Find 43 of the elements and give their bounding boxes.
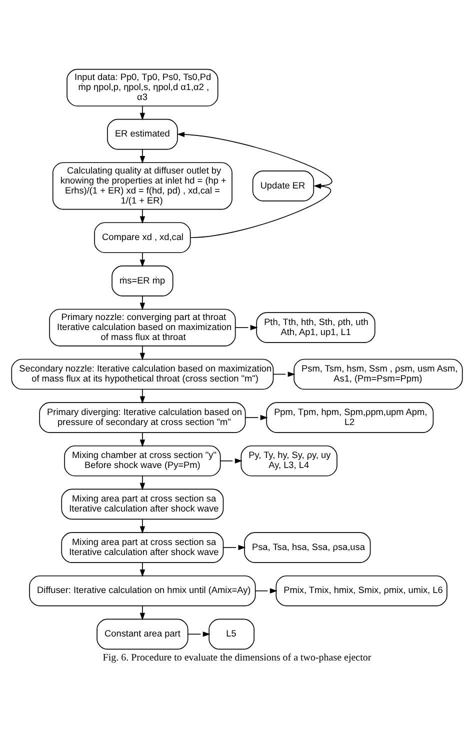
arrow: [140, 345, 146, 360]
node-box: Pth, Tth, hth, Sth, ρth, uth Ath, Ap1, up1, L1: [256, 312, 376, 342]
arrow: [254, 588, 278, 593]
node-box: L5: [208, 618, 254, 650]
arrow: [190, 183, 332, 238]
arrow: [140, 105, 146, 120]
arrow: [140, 518, 146, 534]
node-box: Secondary nozzle: Iterative calculation based on maximization of mass flux at its hypothetical throat (cross section "m"): [11, 358, 274, 390]
node-box: Mixing area part at cross section sa Iterative calculation after shock wave: [61, 532, 224, 562]
arrow: [220, 458, 242, 464]
arrow: [140, 475, 146, 490]
arrow: [177, 131, 332, 186]
node-box: Constant area part: [96, 618, 188, 650]
arrow: [140, 605, 146, 620]
arrow: [187, 631, 210, 636]
node-box: Pmix, Tmix, hmix, Smix, ρmix, umix, L6: [276, 574, 448, 606]
node-box: Py, Ty, hy, Sy, ρy, uy Ay, L3, L4: [240, 444, 338, 476]
arrow: [140, 252, 146, 267]
arrow: [140, 432, 146, 447]
arrow: [272, 371, 296, 376]
node-box: Mixing chamber at cross section "y" Before shock wave (Py=Pm): [64, 444, 221, 476]
arrow: [140, 562, 146, 577]
node-box: Psa, Tsa, hsa, Ssa, ρsa,usa: [244, 532, 371, 562]
arrow: [244, 414, 268, 420]
node-box: Ppm, Tpm, hpm, Spm,ρpm,upm Apm, L2: [266, 402, 434, 432]
arrow: [140, 295, 146, 310]
arrow: [222, 544, 246, 550]
arrow: [140, 148, 146, 164]
node-box: Diffuser: Iterative calculation on hmix until (Amix=Ay): [29, 574, 256, 606]
node-box: ER estimated: [107, 118, 178, 150]
node-box: ṁs=ER ṁp: [112, 265, 174, 296]
node-box: Input data: Pp0, Tp0, Ps0, Ts0,Pd ṁp ηpol,p, ηpol,s, ηpol,d α1,α2 , α3: [66, 68, 218, 106]
arrow: [140, 208, 146, 224]
node-box: Calculating quality at diffuser outlet by knowing the properties at inlet hd = (hp + Erhs)/(1 + ER) xd = f(hd, pd) , xd,cal = 1/(1 + ER): [52, 162, 232, 210]
caption: Fig. 6. Procedure to evaluate the dimensions of a two-phase ejector: [102, 652, 372, 664]
arrow: [140, 388, 146, 404]
arrow: [234, 324, 258, 330]
node-box: Primary diverging: Iterative calculation based on pressure of secondary at cross section "m": [39, 402, 246, 432]
node-box: Mixing area part at cross section sa Iterative calculation after shock wave: [61, 488, 224, 520]
node-box: Primary nozzle: converging part at throat Iterative calculation based on maximization of mass flux at throat: [49, 308, 236, 346]
node-box: Psm, Tsm, hsm, Ssm , ρsm, usm Asm, As1, (Pm=Psm=Ppm): [294, 358, 463, 390]
node-box: Compare xd , xd,cal: [94, 222, 191, 253]
node-box: Update ER: [252, 170, 314, 201]
